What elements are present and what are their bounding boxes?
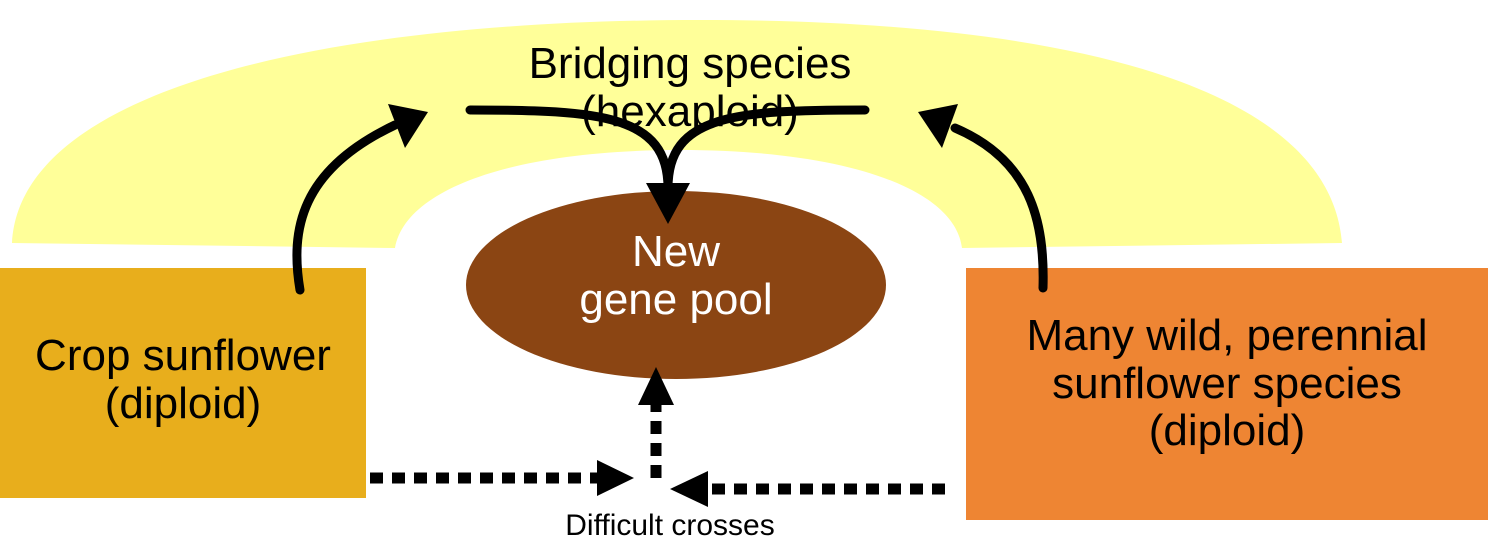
new-gene-pool-ellipse bbox=[466, 191, 886, 379]
crop-sunflower-line1: Crop sunflower bbox=[35, 331, 331, 380]
arrow-crop-to-bridging bbox=[292, 120, 400, 295]
bridging-species-line2: (hexaploid) bbox=[581, 86, 799, 136]
arrow-crop-to-bridging-head bbox=[388, 104, 428, 148]
crop-sunflower-line2: (diploid) bbox=[104, 378, 262, 428]
arrow-bridging-left-to-pool bbox=[465, 105, 673, 193]
crop-sunflower-box bbox=[0, 268, 366, 498]
dotted-arrow-wild-to-crosses-head bbox=[670, 471, 708, 507]
crop-sunflower-label: Crop sunflower (diploid) bbox=[0, 332, 366, 427]
new-gene-pool-line2: gene pool bbox=[579, 274, 773, 324]
new-gene-pool-line1: New bbox=[631, 227, 721, 276]
wild-species-label: Many wild, perennial sunflower species (… bbox=[966, 312, 1488, 455]
dotted-arrow-crosses-to-pool-head bbox=[638, 367, 674, 405]
dotted-arrow-crop-to-crosses-head bbox=[597, 460, 634, 496]
bridging-species-line1: Bridging species bbox=[528, 39, 852, 88]
arrow-wild-to-bridging bbox=[950, 123, 1048, 293]
arrow-bridging-to-pool-head bbox=[646, 183, 690, 224]
arrow-wild-to-bridging-head bbox=[918, 104, 958, 148]
wild-species-box bbox=[966, 268, 1488, 520]
wild-species-line3: (diploid) bbox=[1148, 406, 1306, 456]
difficult-crosses-label: Difficult crosses bbox=[565, 509, 775, 542]
new-gene-pool-label: New gene pool bbox=[520, 228, 832, 323]
bridging-species-band bbox=[12, 20, 1342, 248]
wild-species-line1: Many wild, perennial bbox=[1026, 311, 1428, 360]
arrow-bridging-right-to-pool bbox=[663, 105, 870, 193]
bridging-species-label: Bridging species (hexaploid) bbox=[470, 40, 910, 135]
wild-species-line2: sunflower species bbox=[1052, 358, 1402, 408]
